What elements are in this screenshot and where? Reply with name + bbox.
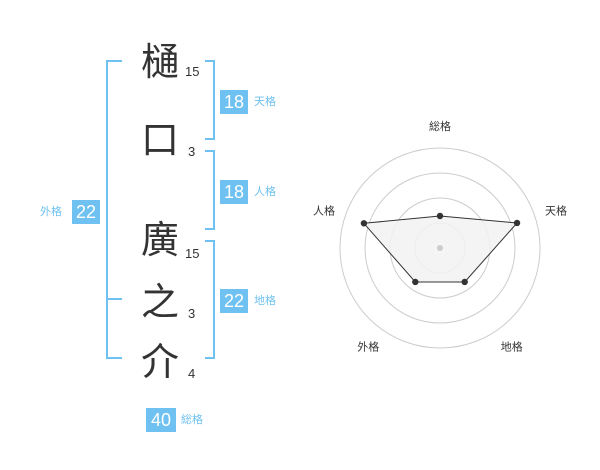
chikaku-label: 地格	[254, 294, 276, 307]
name-char-1: 樋	[140, 40, 179, 84]
radar-ring-3	[364, 172, 516, 324]
radar-point-4	[412, 278, 419, 286]
soukaku-label: 総格	[181, 413, 203, 426]
radar-center-dot	[437, 245, 443, 251]
radar-point-1	[436, 212, 444, 220]
tenkaku-label: 天格	[254, 95, 276, 108]
radar-point-5	[360, 220, 368, 227]
radar-axis-label-5: 人格	[313, 203, 335, 217]
name-char-3: 廣	[140, 218, 179, 262]
name-char-4: 之	[140, 280, 179, 324]
jinkaku-label: 人格	[254, 185, 276, 198]
tenkaku-value: 18	[220, 90, 248, 114]
stroke-count-2: 3	[188, 144, 196, 159]
radar-point-3	[461, 278, 468, 286]
gaikaku-value: 22	[72, 200, 100, 224]
stroke-count-3: 15	[185, 246, 200, 261]
radar-axis-label-3: 地格	[501, 340, 523, 354]
name-char-5: 介	[140, 340, 179, 384]
stroke-count-5: 4	[188, 366, 196, 381]
radar-axis-label-1: 総格	[429, 119, 451, 133]
chikaku-value: 22	[220, 289, 248, 313]
stroke-count-1: 15	[185, 64, 200, 79]
radar-ring-4	[339, 147, 541, 349]
radar-axis-label-4: 外格	[357, 340, 379, 354]
radar-axis-label-2: 天格	[545, 203, 567, 217]
gaikaku-label: 外格	[40, 205, 62, 218]
name-char-2: 口	[140, 118, 179, 162]
radar-point-2	[513, 219, 521, 227]
soukaku-value: 40	[146, 408, 176, 432]
jinkaku-value: 18	[220, 180, 248, 204]
stroke-count-4: 3	[188, 306, 196, 321]
